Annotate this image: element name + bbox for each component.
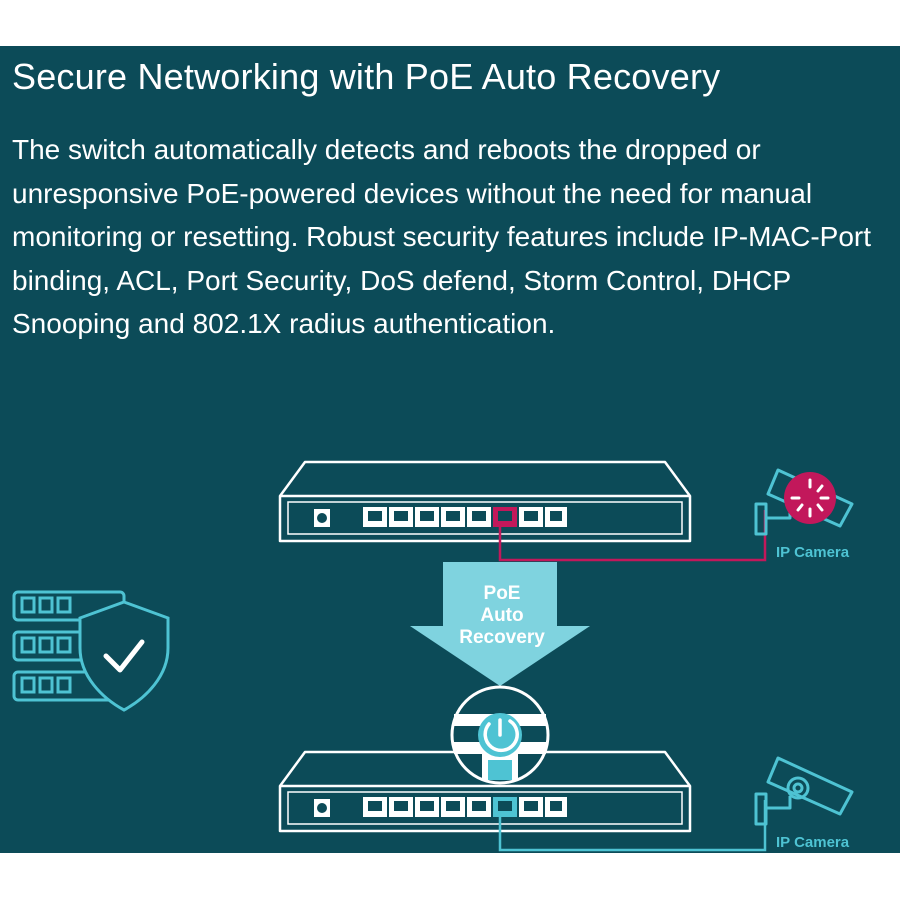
network-switch-icon — [278, 460, 692, 543]
camera-bottom-label: IP Camera — [776, 834, 850, 851]
arrow-label-recovery: Recovery — [459, 627, 545, 648]
camera-top-label: IP Camera — [776, 544, 850, 561]
arrow-label-poe: PoE — [484, 583, 521, 604]
page-title: Secure Networking with PoE Auto Recovery — [12, 56, 721, 97]
arrow-label-auto: Auto — [480, 605, 523, 626]
server-rack-icon — [12, 590, 126, 702]
network-switch-icon — [278, 750, 692, 833]
shield-check-icon — [78, 600, 170, 712]
main-panel: Secure Networking with PoE Auto Recovery… — [0, 46, 900, 853]
power-recovery-icon — [450, 685, 550, 785]
ip-camera-icon — [754, 756, 854, 826]
down-arrow-icon — [410, 562, 590, 686]
poe-recovery-diagram: IP Camera PoE Auto Recovery — [12, 460, 854, 852]
description-text: The switch automatically detects and reb… — [12, 134, 872, 339]
loading-spinner-icon — [784, 472, 836, 524]
